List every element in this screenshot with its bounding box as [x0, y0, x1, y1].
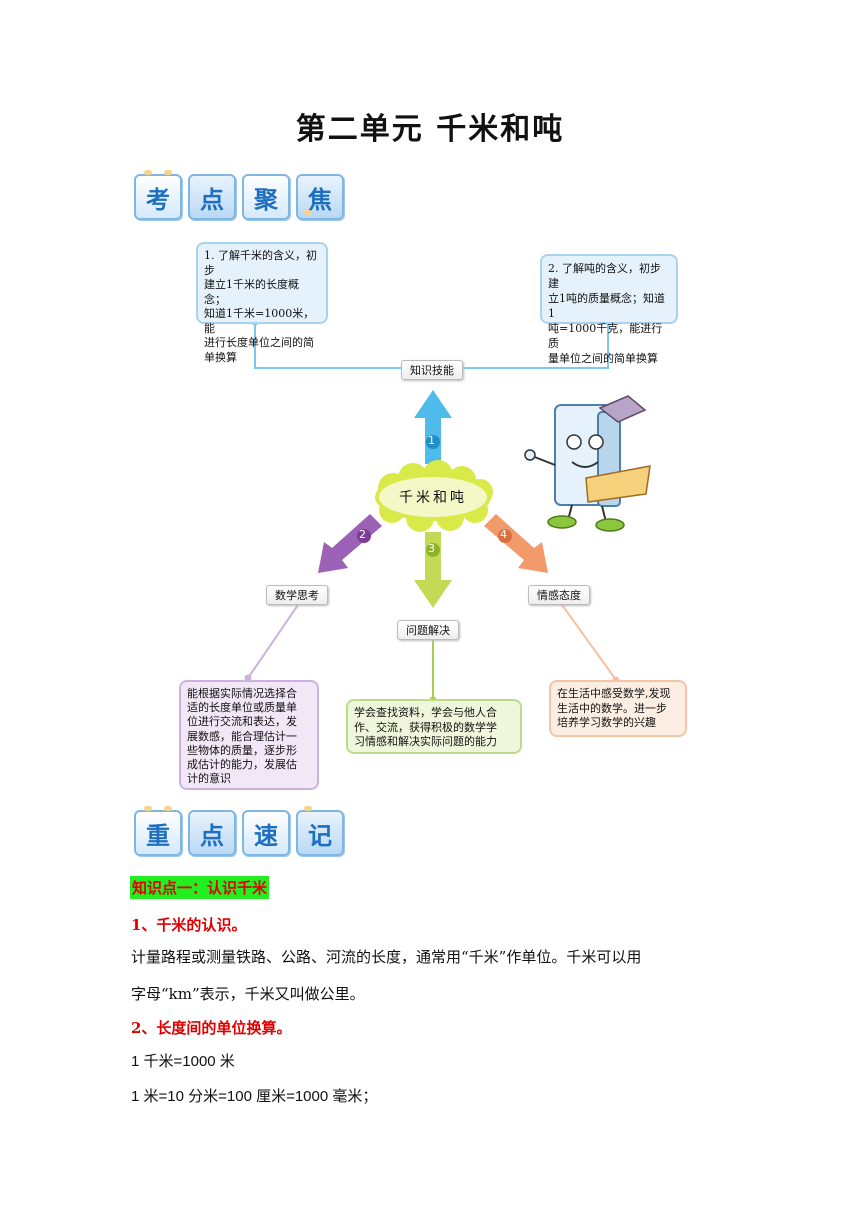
banner-zhongdian-suji: 重 点 速 记 [134, 806, 344, 856]
paragraph-1-line-1: 计量路程或测量铁路、公路、河流的长度，通常用“千米”作单位。千米可以用 [131, 948, 642, 966]
paragraph-1-line-2: 字母“km”表示，千米又叫做公里。 [131, 985, 365, 1003]
mindmap-center-label: 千米和吨 [399, 490, 467, 506]
emotion-box: 在生活中感受数学,发现 生活中的数学。进一步 培养学习数学的兴趣 [549, 680, 687, 737]
node-emotion: 情感态度 [528, 585, 590, 605]
node-thinking: 数学思考 [266, 585, 328, 605]
arrow-up-icon [414, 390, 452, 464]
subheading-1: 1、千米的认识。 [131, 916, 247, 934]
arrow-left-down-icon [318, 514, 382, 573]
box-line: 培养学习数学的兴趣 [557, 716, 656, 729]
banner-char: 点 [188, 174, 236, 220]
box-line: 学会查找资料，学会与他人合 [354, 706, 497, 719]
knowledge-box-1: 1. 了解千米的含义，初步 建立1千米的长度概念； 知道1千米=1000米，能 … [196, 242, 328, 364]
box-line: 2. 了解吨的含义，初步建 [548, 262, 661, 290]
box-line: 知道1千米=1000米，能 [204, 307, 315, 335]
box-line: 能根据实际情况选择合 [187, 687, 297, 700]
box-line: 些物体的质量，逐步形 [187, 743, 297, 757]
box-line: 立1吨的质量概念；知道1 [548, 292, 665, 320]
book-mascot-icon [524, 395, 651, 532]
conversion-line-2: 1 米=10 分米=100 厘米=1000 毫米； [131, 1088, 378, 1105]
arrow-number-4: 4 [500, 528, 507, 541]
banner-char: 聚 [242, 174, 290, 220]
arrow-right-down-icon [484, 514, 548, 573]
knowledge-point-title: 知识点一：认识千米 [130, 876, 270, 899]
arrow-number-2: 2 [359, 528, 366, 541]
page-title: 第二单元 千米和吨 [295, 112, 565, 147]
box-line: 单换算 [204, 350, 237, 364]
box-line: 量单位之间的简单换算 [548, 352, 658, 365]
banner-char: 记 [296, 810, 344, 856]
box-line: 习情感和解决实际问题的能力 [354, 735, 497, 748]
banner-char: 速 [242, 810, 290, 856]
problem-box: 学会查找资料，学会与他人合 作、交流，获得积极的数学学 习情感和解决实际问题的能… [346, 699, 522, 754]
arrow-down-icon [414, 532, 452, 608]
banner-char: 点 [188, 810, 236, 856]
arrow-number-1: 1 [428, 434, 435, 447]
arrow-number-3: 3 [428, 542, 435, 555]
box-line: 1. 了解千米的含义，初步 [204, 249, 317, 277]
box-line: 计的意识 [187, 772, 231, 786]
node-problem: 问题解决 [397, 620, 459, 640]
box-line: 吨=1000千克，能进行质 [548, 322, 663, 350]
banner-char: 重 [134, 810, 182, 856]
banner-kaodian-jujiao: 考 点 聚 焦 [134, 170, 344, 220]
knowledge-box-2: 2. 了解吨的含义，初步建 立1吨的质量概念；知道1 吨=1000千克，能进行质… [540, 254, 678, 365]
box-line: 展数感，能合理估计一 [187, 729, 297, 743]
box-line: 适的长度单位或质量单 [187, 701, 297, 715]
center-cloud-icon [375, 460, 493, 532]
node-knowledge: 知识技能 [401, 360, 463, 380]
box-line: 进行长度单位之间的简 [204, 336, 314, 349]
box-line: 位进行交流和表达，发 [187, 715, 297, 729]
box-line: 在生活中感受数学,发现 [557, 687, 671, 700]
subheading-2: 2、长度间的单位换算。 [131, 1019, 292, 1037]
conversion-line-1: 1 千米=1000 米 [131, 1053, 235, 1070]
box-line: 作、交流，获得积极的数学学 [354, 720, 497, 734]
mind-map [244, 318, 651, 704]
box-line: 成估计的能力，发展估 [187, 758, 297, 772]
banner-char: 考 [134, 174, 182, 220]
thinking-box: 能根据实际情况选择合 适的长度单位或质量单 位进行交流和表达，发 展数感，能合理… [179, 680, 319, 790]
box-line: 生活中的数学。进一步 [557, 701, 667, 715]
box-line: 建立1千米的长度概念； [204, 278, 299, 306]
